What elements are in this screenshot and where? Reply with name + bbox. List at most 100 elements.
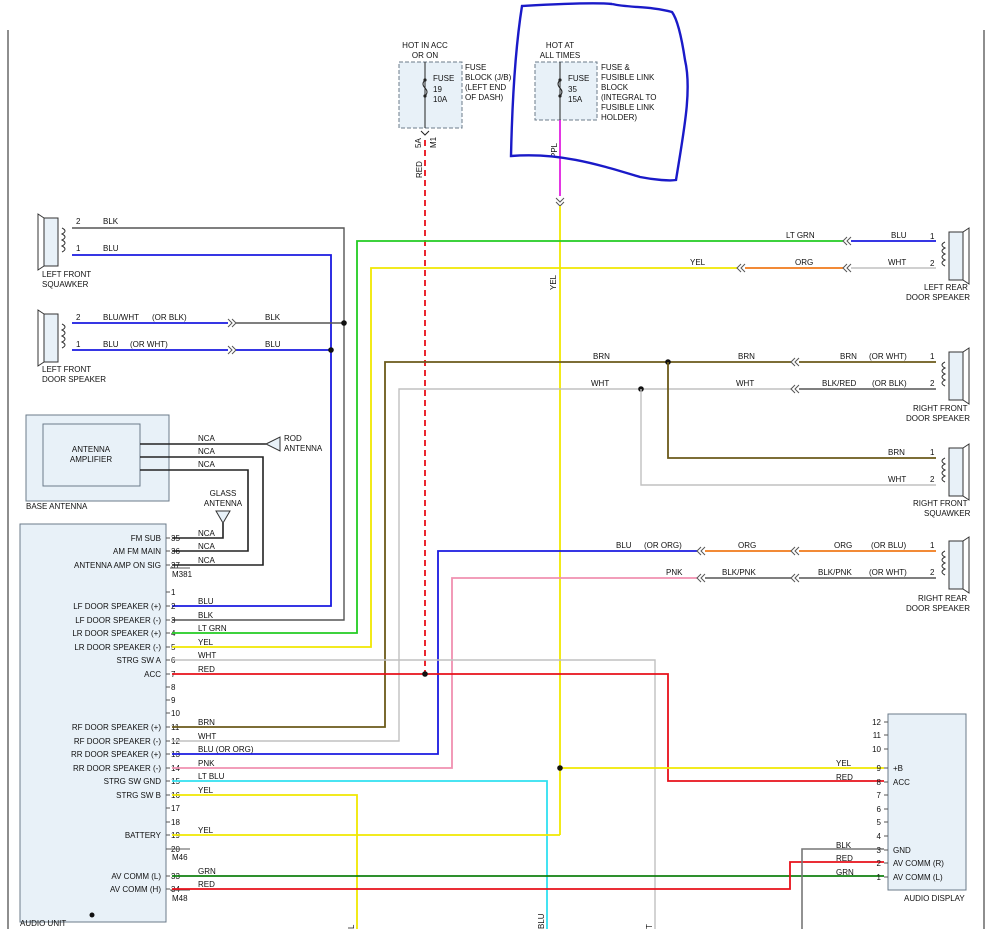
lr-wht-label: WHT (888, 258, 906, 267)
audio-display-pin-number: 4 (877, 832, 882, 841)
audio-display-pin-12: 12 (872, 718, 888, 727)
nca-wire-1-label: NCA (198, 434, 216, 443)
rr-speaker-pin-2: 2 (930, 568, 935, 577)
lf-door-speaker-cone (37, 309, 45, 367)
audio-unit-pin-number: 10 (171, 709, 180, 718)
rf-wht-wire (172, 388, 791, 742)
audio-unit-pin-function: RR DOOR SPEAKER (-) (73, 764, 161, 773)
audio-display-pin-number: 7 (877, 791, 882, 800)
battery-wire-connector (555, 197, 565, 207)
base-antenna-label: BASE ANTENNA (26, 502, 88, 511)
audio-display-pin-number: 1 (877, 873, 882, 882)
audio-unit-box (19, 523, 167, 923)
rr-org-label: ORG (738, 541, 756, 550)
audio-unit-pin-number: 37 (171, 561, 180, 570)
rf-wht-connector (790, 384, 800, 394)
audio-unit-pin-function: LF DOOR SPEAKER (+) (73, 602, 161, 611)
lf-door-blu-wht-label: BLU/WHT (103, 313, 139, 322)
rr-org-label-2: ORG (834, 541, 852, 550)
audio-display-pin-function: +B (893, 764, 903, 773)
pin-5a-label: 5A (414, 138, 423, 148)
audio-display-pin-6: 6 (877, 805, 888, 814)
fuse-block-jb-box (398, 61, 463, 129)
right-rear-door-speaker: 1 2 RIGHT REAR DOOR SPEAKER (906, 536, 970, 613)
audio-unit-ground-dot (89, 912, 95, 918)
audio-display-pin-number: 3 (877, 846, 882, 855)
hot-acc-label-2: OR ON (412, 51, 438, 60)
audio-unit-pin-wire-color: YEL (198, 638, 214, 647)
lr-lt-grn-connector (842, 236, 852, 246)
rr-speaker-cone (962, 536, 970, 594)
rr-speaker-coil (941, 550, 947, 576)
audio-unit-pin-9: 9 (166, 696, 176, 705)
lf-door-blu-label-2: BLU (265, 340, 281, 349)
audio-display-label: AUDIO DISPLAY (904, 894, 965, 903)
acc-red-wire (172, 673, 884, 782)
audio-unit-pin-number: 3 (171, 616, 176, 625)
lf-squawker-label-2: SQUAWKER (42, 280, 89, 289)
lf-squawker-blu-label: BLU (103, 244, 119, 253)
audio-display-pin-2: 2 AV COMM (R) RED (836, 854, 944, 868)
audio-unit-pin-wire-color: WHT (198, 732, 216, 741)
audio-unit-pin-wire-color: NCA (198, 556, 216, 565)
fuse-block-jb-label-4: OF DASH) (465, 93, 504, 102)
rr-blu-connector (696, 546, 706, 556)
lf-squawker-blu-wire (72, 254, 332, 607)
glass-antenna-wire (172, 523, 224, 539)
rf-blk-red-label: BLK/RED (822, 379, 856, 388)
acc-red-splice (422, 671, 428, 677)
lf-door-speaker-label-2: DOOR SPEAKER (42, 375, 106, 384)
base-antenna: ANTENNA AMPLIFIER BASE ANTENNA (25, 414, 170, 511)
rr-blk-pnk-label: BLK/PNK (722, 568, 756, 577)
audio-unit-pin-wire-color: GRN (198, 867, 216, 876)
fuse-35-dot-bottom (558, 94, 562, 98)
audio-unit-pin-wire-color: RED (198, 665, 215, 674)
audio-unit-pin-function: ANTENNA AMP ON SIG (74, 561, 161, 570)
rf-speaker-pin-1: 1 (930, 352, 935, 361)
audio-display-pin-wire-color: RED (836, 854, 853, 863)
rf-speaker-body (948, 351, 964, 401)
glass-antenna-icon (215, 510, 231, 524)
audio-unit-pin-wire-color: LT GRN (198, 624, 227, 633)
audio-display-pin-number: 12 (872, 718, 881, 727)
rf-speaker-pin-2: 2 (930, 379, 935, 388)
audio-unit-pin-function: BATTERY (125, 831, 162, 840)
audio-unit-pin-number: 17 (171, 804, 180, 813)
nca-wire-2-label: NCA (198, 447, 216, 456)
fuse-block-jb-label-1: FUSE (465, 63, 486, 72)
lf-door-blu-wht-connector (227, 318, 237, 328)
lf-squawker-pin-2: 2 (76, 217, 81, 226)
lr-speaker-coil (941, 241, 947, 267)
audio-unit-pin-wire-color: YEL (198, 826, 214, 835)
audio-display-pin-number: 5 (877, 818, 882, 827)
battery-yel-splice (557, 765, 563, 771)
display-gnd-blk-wire (801, 848, 884, 929)
left-rear-door-speaker: 1 2 LEFT REAR DOOR SPEAKER (906, 227, 970, 302)
lf-squawker-cone (37, 213, 45, 271)
audio-unit-pin-function: ACC (144, 670, 161, 679)
audio-display-pin-wire-color: RED (836, 773, 853, 782)
audio-unit-pin-wire-color: LT BLU (198, 772, 225, 781)
lf-door-speaker-pin-2: 2 (76, 313, 81, 322)
audio-display-pin-number: 2 (877, 859, 882, 868)
lf-door-blk-label: BLK (265, 313, 281, 322)
audio-display-pin-11: 11 (873, 731, 888, 740)
nca-wire-2 (140, 456, 264, 566)
lr-speaker-pin-2: 2 (930, 259, 935, 268)
audio-unit-pin-number: 18 (171, 818, 180, 827)
rf-brn-connector (790, 357, 800, 367)
lr-speaker-label-2: DOOR SPEAKER (906, 293, 970, 302)
audio-display-pin-function: AV COMM (R) (893, 859, 944, 868)
glass-antenna-label-2: ANTENNA (204, 499, 243, 508)
fuse-19-connector (420, 130, 430, 136)
bottom-t-label: T (645, 924, 654, 929)
fuse-35-number: 35 (568, 85, 577, 94)
fusible-label-2: FUSIBLE LINK (601, 73, 655, 82)
yel-battery-wire-label: YEL (549, 274, 558, 290)
audio-unit-pin-18: 18 (166, 818, 180, 827)
